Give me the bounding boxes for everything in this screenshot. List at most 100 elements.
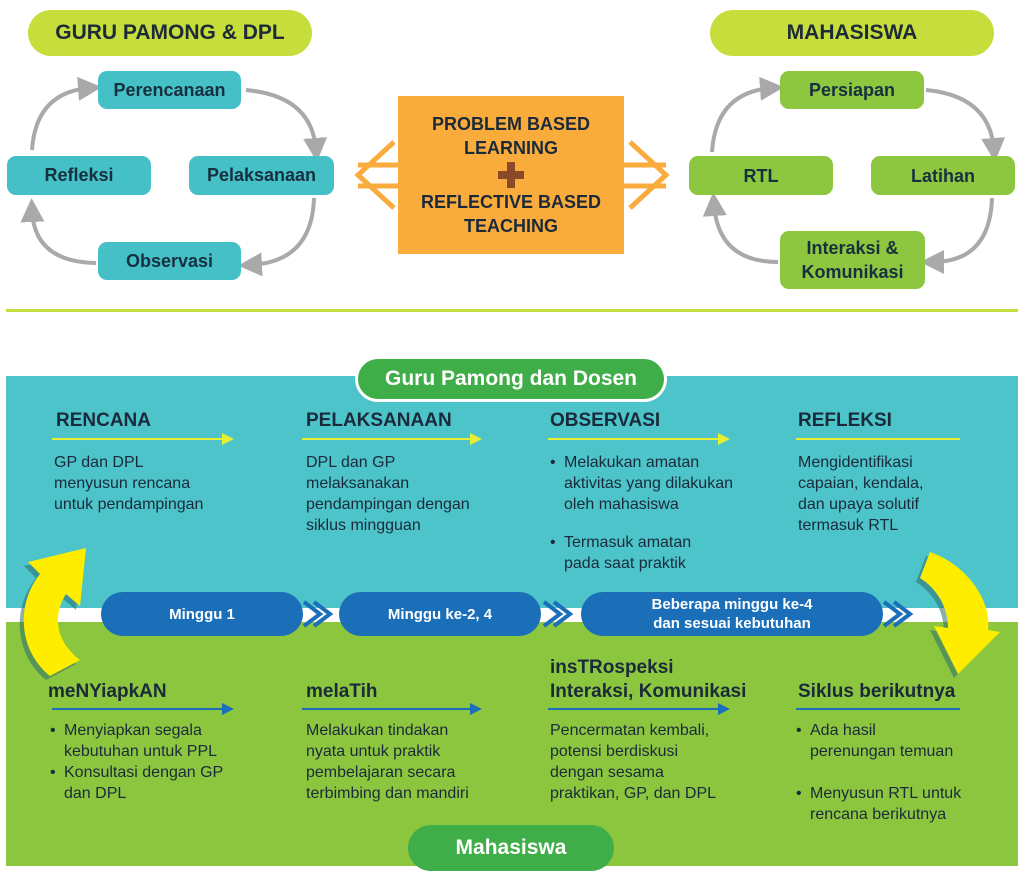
cycle-arrow <box>925 88 1006 162</box>
heading-instrospeksi: insTRospeksi Interaksi, Komunikasi <box>550 656 746 704</box>
text-line: oleh mahasiswa <box>564 496 679 513</box>
text-line: nyata untuk praktik <box>306 743 441 760</box>
mahasiswa-title: MAHASISWA <box>710 10 994 56</box>
cycle-arrow <box>710 76 784 153</box>
text-line: potensi berdiskusi <box>550 743 679 760</box>
right-yellow-curve-arrow <box>920 552 1000 674</box>
week-chevron <box>542 600 564 628</box>
heading-observasi: OBSERVASI <box>550 410 661 431</box>
text-line: Pencermatan kembali, <box>550 722 710 739</box>
left-cycle-arrows <box>20 76 1006 277</box>
text-line: Menyiapkan segala <box>64 722 202 739</box>
text-line: pembelajaran secara <box>306 764 456 781</box>
komunikasi-line: Komunikasi <box>801 262 904 282</box>
text-line: kebutuhan untuk PPL <box>64 743 218 760</box>
step-persiapan: Persiapan <box>780 71 924 109</box>
text-line: dan DPL <box>64 785 127 802</box>
rbt-line-1: REFLECTIVE BASED <box>420 192 602 212</box>
cycle-arrow <box>30 76 102 151</box>
text-line: DPL dan GP <box>306 454 396 471</box>
text-line: perenungan temuan <box>810 743 954 760</box>
pbl-line-2: LEARNING <box>464 138 558 158</box>
text-line: menyusun rencana <box>54 475 191 492</box>
step-interaksi-komunikasi: Interaksi & Komunikasi <box>780 231 925 289</box>
pbl-line-1: PROBLEM BASED <box>431 114 590 134</box>
week-chevron <box>312 600 334 628</box>
heading-line: insTRospeksi <box>550 657 674 678</box>
mahasiswa-pill: Mahasiswa <box>408 825 614 871</box>
text-line: Termasuk amatan <box>564 534 692 551</box>
guru-pamong-dosen-pill: Guru Pamong dan Dosen <box>355 356 667 402</box>
text-line: rencana berikutnya <box>810 806 947 823</box>
refleksi-text: Mengidentifikasi capaian, kendala, dan u… <box>798 452 998 536</box>
text-line: dan upaya solutif <box>798 496 919 513</box>
week-chevron <box>892 600 914 628</box>
week-minggu-1: Minggu 1 <box>101 592 303 636</box>
section-divider <box>6 309 1018 312</box>
cycle-arrow <box>245 88 328 162</box>
list-item: Ada hasil perenungan temuan <box>796 720 1006 762</box>
heading-refleksi: REFLEKSI <box>798 410 892 431</box>
week-chevron <box>302 600 324 628</box>
instrospeksi-text: Pencermatan kembali, potensi berdiskusi … <box>550 720 780 804</box>
week-minggu-2-4: Minggu ke-2, 4 <box>339 592 541 636</box>
list-item: Menyusun RTL untuk rencana berikutnya <box>796 783 1006 825</box>
list-item: Menyiapkan segala kebutuhan untuk PPL <box>50 720 280 762</box>
text-line: Mengidentifikasi <box>798 454 913 471</box>
left-yellow-curve-arrow <box>23 548 87 676</box>
right-orange-arrow <box>628 140 670 210</box>
week-chevron <box>882 600 904 628</box>
heading-menyiapkan: meNYiapkAN <box>48 681 167 702</box>
text-line: GP dan DPL <box>54 454 144 471</box>
rbt-line-2: TEACHING <box>464 216 558 236</box>
siklus-list: Ada hasil perenungan temuan Menyusun RTL… <box>796 720 1006 825</box>
text-line: termasuk RTL <box>798 517 899 534</box>
list-item: Termasuk amatan pada saat praktik <box>550 532 780 574</box>
step-refleksi: Refleksi <box>7 156 151 195</box>
cycle-arrow <box>920 197 994 274</box>
text-line: pada saat praktik <box>564 555 686 572</box>
step-observasi: Observasi <box>98 242 241 280</box>
week-chevron <box>552 600 574 628</box>
text-line: Ada hasil <box>810 722 876 739</box>
menyiapkan-list: Menyiapkan segala kebutuhan untuk PPL Ko… <box>50 720 280 804</box>
observasi-list: Melakukan amatan aktivitas yang dilakuka… <box>550 452 780 574</box>
interaksi-line: Interaksi & <box>806 238 899 258</box>
text-line: siklus mingguan <box>306 517 421 534</box>
week-line: dan sesuai kebutuhan <box>653 615 811 632</box>
cycle-arrow <box>20 198 97 265</box>
text-line: Melakukan tindakan <box>306 722 449 739</box>
text-line: dengan sesama <box>550 764 664 781</box>
rencana-text: GP dan DPL menyusun rencana untuk pendam… <box>54 452 284 515</box>
melatih-text: Melakukan tindakan nyata untuk praktik p… <box>306 720 536 804</box>
heading-siklus-berikutnya: Siklus berikutnya <box>798 681 956 702</box>
text-line: praktikan, GP, dan DPL <box>550 785 717 802</box>
step-latihan: Latihan <box>871 156 1015 195</box>
heading-rencana: RENCANA <box>56 410 151 431</box>
week-line: Beberapa minggu ke-4 <box>651 596 813 613</box>
step-pelaksanaan: Pelaksanaan <box>189 156 334 195</box>
left-orange-arrow <box>354 140 396 210</box>
list-item: Konsultasi dengan GP dan DPL <box>50 762 280 804</box>
teal-band <box>6 376 1018 608</box>
text-line: aktivitas yang dilakukan <box>564 475 733 492</box>
guru-pamong-dpl-title: GURU PAMONG & DPL <box>28 10 312 56</box>
text-line: capaian, kendala, <box>798 475 924 492</box>
text-line: Konsultasi dengan GP <box>64 764 224 781</box>
cycle-arrow <box>702 192 779 264</box>
heading-line: Interaksi, Komunikasi <box>550 681 747 702</box>
text-line: pendampingan dengan <box>306 496 470 513</box>
plus-icon <box>498 162 524 188</box>
text-line: Menyusun RTL untuk <box>810 785 962 802</box>
text-line: melaksanakan <box>306 475 410 492</box>
step-perencanaan: Perencanaan <box>98 71 241 109</box>
list-item: Melakukan amatan aktivitas yang dilakuka… <box>550 452 780 515</box>
step-rtl: RTL <box>689 156 833 195</box>
week-beberapa-minggu: Beberapa minggu ke-4 dan sesuai kebutuha… <box>581 592 883 636</box>
heading-pelaksanaan: PELAKSANAAN <box>306 410 452 431</box>
cycle-arrow <box>238 197 316 277</box>
pbl-rbt-box: PROBLEM BASED LEARNING REFLECTIVE BASED … <box>398 96 624 254</box>
pelaksanaan-text: DPL dan GP melaksanakan pendampingan den… <box>306 452 536 536</box>
text-line: Melakukan amatan <box>564 454 700 471</box>
